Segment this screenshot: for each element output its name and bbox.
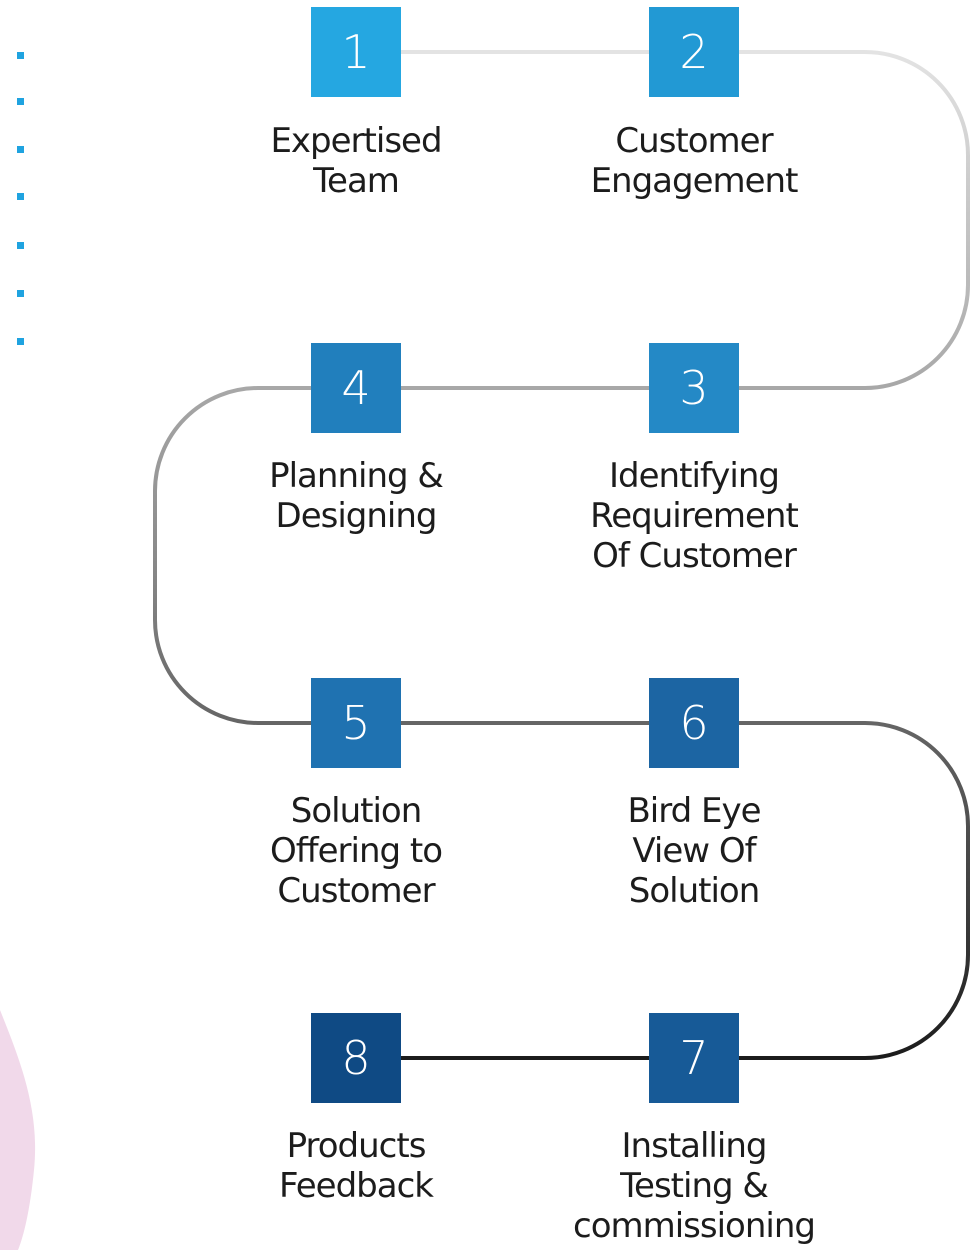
step-5-label: Solution Offering to Customer xyxy=(206,791,506,911)
step-5-box: 5 xyxy=(311,678,401,768)
step-3-box: 3 xyxy=(649,343,739,433)
step-7-label: Installing Testing & commissioning xyxy=(544,1126,844,1246)
step-4-label-line: Planning & xyxy=(269,456,444,496)
pink-shape xyxy=(0,1010,36,1250)
step-3-number: 3 xyxy=(679,361,709,415)
step-1-box: 1 xyxy=(311,7,401,97)
step-5-label-line: Solution xyxy=(290,791,423,831)
step-8-label-line: Feedback xyxy=(279,1166,434,1206)
step-3-label-line: Requirement xyxy=(590,496,799,536)
step-8-box: 8 xyxy=(311,1013,401,1103)
step-6-box: 6 xyxy=(649,678,739,768)
step-4-label-line: Designing xyxy=(275,496,438,536)
step-6-number: 6 xyxy=(679,696,709,750)
bullet-dot xyxy=(17,193,24,200)
step-1-label-line: Team xyxy=(313,161,400,201)
step-3-label-line: Of Customer xyxy=(592,536,797,576)
flow-connector-line xyxy=(153,50,970,1060)
step-1-label: Expertised Team xyxy=(206,121,506,201)
step-2-label-line: Customer xyxy=(615,121,773,161)
bullet-dot xyxy=(17,242,24,249)
step-3-label-line: Identifying xyxy=(609,456,780,496)
step-5-label-line: Customer xyxy=(277,871,435,911)
step-4-box: 4 xyxy=(311,343,401,433)
step-7-label-line: commissioning xyxy=(573,1206,816,1246)
step-8-label-line: Products xyxy=(286,1126,427,1166)
bullet-dot xyxy=(17,338,24,345)
step-7-label-line: Installing xyxy=(621,1126,768,1166)
bullet-dot xyxy=(17,146,24,153)
step-2-box: 2 xyxy=(649,7,739,97)
step-6-label-line: View Of xyxy=(632,831,756,871)
step-7-label-line: Testing & xyxy=(620,1166,769,1206)
step-5-number: 5 xyxy=(341,696,371,750)
step-1-label-line: Expertised xyxy=(270,121,442,161)
step-2-label-line: Engagement xyxy=(590,161,799,201)
step-4-label: Planning & Designing xyxy=(206,456,506,536)
step-8-number: 8 xyxy=(341,1031,371,1085)
bullet-dot xyxy=(17,98,24,105)
step-4-number: 4 xyxy=(341,361,371,415)
step-6-label-line: Solution xyxy=(628,871,761,911)
step-2-label: Customer Engagement xyxy=(544,121,844,201)
step-5-label-line: Offering to xyxy=(269,831,443,871)
step-7-number: 7 xyxy=(679,1031,709,1085)
step-8-label: Products Feedback xyxy=(206,1126,506,1206)
step-7-box: 7 xyxy=(649,1013,739,1103)
bullet-dot xyxy=(17,52,24,59)
bullet-dot xyxy=(17,290,24,297)
step-2-number: 2 xyxy=(679,25,709,79)
step-6-label: Bird Eye View Of Solution xyxy=(544,791,844,911)
step-1-number: 1 xyxy=(341,25,371,79)
step-3-label: Identifying Requirement Of Customer xyxy=(544,456,844,576)
step-6-label-line: Bird Eye xyxy=(627,791,761,831)
